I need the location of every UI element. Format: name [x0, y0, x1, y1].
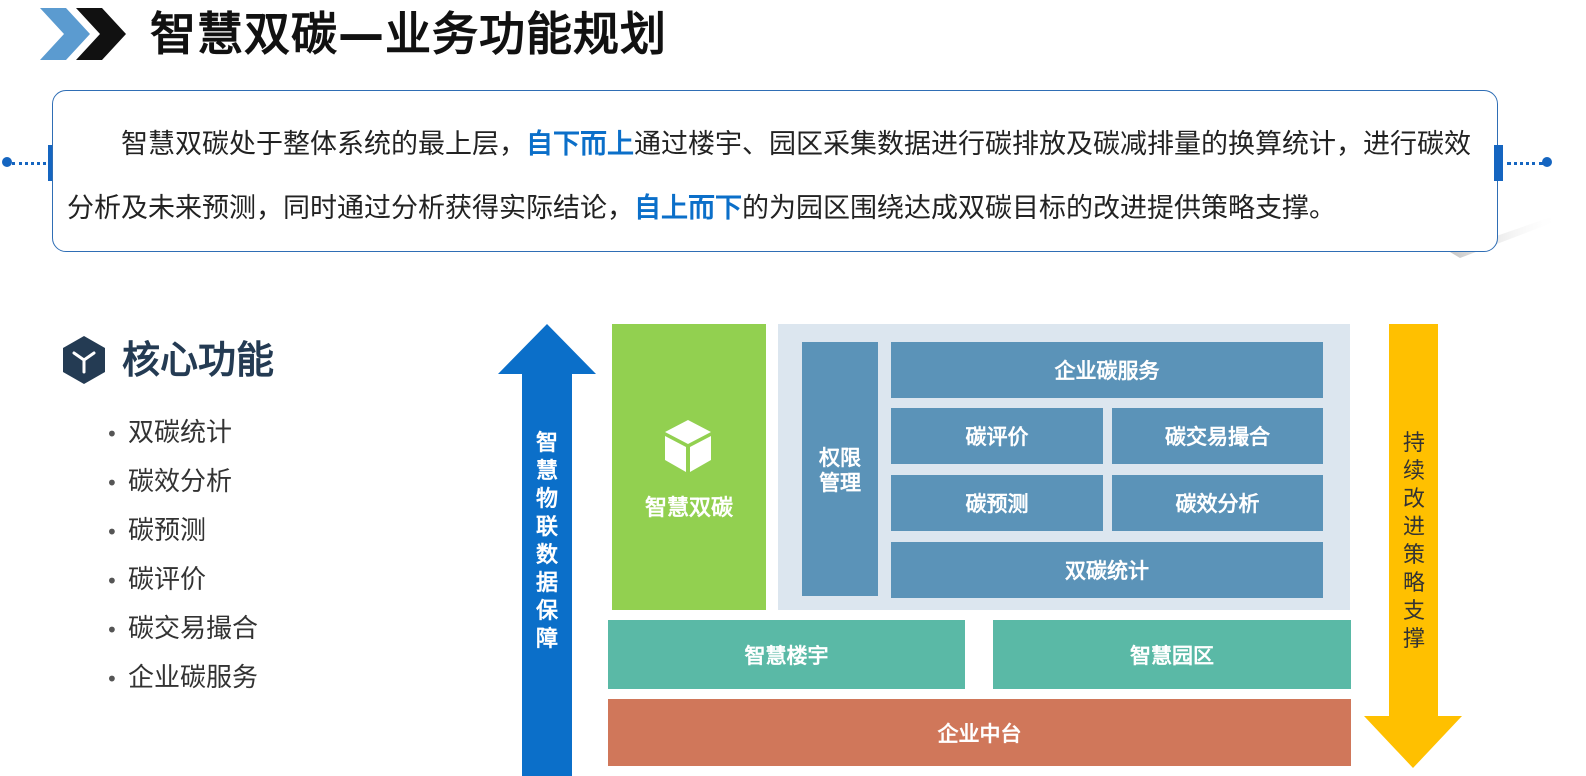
carbon-evaluation-block: 碳评价	[891, 408, 1103, 464]
intro-part-3: 的为园区围绕达成双碳目标的改进提供策略支撑。	[742, 193, 1336, 224]
permission-management-block: 权限管理	[802, 342, 878, 596]
enterprise-carbon-service-block: 企业碳服务	[891, 342, 1323, 398]
intro-part-1: 智慧双碳处于整体系统的最上层，	[121, 129, 526, 160]
right-connector-dot	[1542, 157, 1552, 167]
smart-carbon-panel: 智慧双碳	[612, 324, 766, 610]
hexagon-cube-icon	[63, 336, 105, 384]
list-item: •碳交易撮合	[106, 614, 259, 644]
left-connector-dot	[2, 157, 12, 167]
smart-carbon-label: 智慧双碳	[644, 496, 733, 521]
enterprise-platform-block: 企业中台	[608, 699, 1351, 766]
left-connector-line	[12, 162, 46, 165]
cube-icon	[665, 420, 711, 472]
right-arrow-label: 持续改进策略支撑	[1402, 431, 1425, 652]
right-connector-tab	[1494, 145, 1503, 181]
intro-highlight-top-down: 自上而下	[634, 193, 742, 224]
list-item: •碳效分析	[106, 467, 233, 497]
carbon-forecast-block: 碳预测	[891, 475, 1103, 531]
list-item: •企业碳服务	[106, 663, 259, 693]
double-chevron-icon	[40, 8, 126, 60]
permission-management-label: 权限管理	[819, 446, 861, 495]
core-functions-list: •双碳统计 •碳效分析 •碳预测 •碳评价 •碳交易撮合 •企业碳服务	[106, 410, 258, 704]
intro-text: 智慧双碳处于整体系统的最上层，自下而上通过楼宇、园区采集数据进行碳排放及碳减排量…	[67, 113, 1479, 241]
list-item: •碳评价	[106, 565, 207, 595]
list-item: •碳预测	[106, 516, 207, 546]
core-functions-title: 核心功能	[122, 338, 275, 382]
left-arrow-label: 智慧物联数据保障	[535, 431, 558, 652]
list-item: •双碳统计	[106, 418, 233, 448]
intro-highlight-bottom-up: 自下而上	[526, 129, 634, 160]
intro-part-2: 通过楼宇、园区采集数据进行碳排放及碳减排量的换算统计，进行碳效分析及未来预测，同…	[67, 129, 1471, 224]
smart-building-block: 智慧楼宇	[608, 620, 965, 689]
carbon-trading-block: 碳交易撮合	[1112, 408, 1323, 464]
carbon-efficiency-block: 碳效分析	[1112, 475, 1323, 531]
right-connector-line	[1507, 162, 1543, 165]
dual-carbon-statistics-block: 双碳统计	[891, 542, 1323, 598]
intro-box: 智慧双碳处于整体系统的最上层，自下而上通过楼宇、园区采集数据进行碳排放及碳减排量…	[52, 90, 1498, 252]
smart-park-block: 智慧园区	[993, 620, 1351, 689]
page-title: 智慧双碳—业务功能规划	[150, 7, 667, 61]
